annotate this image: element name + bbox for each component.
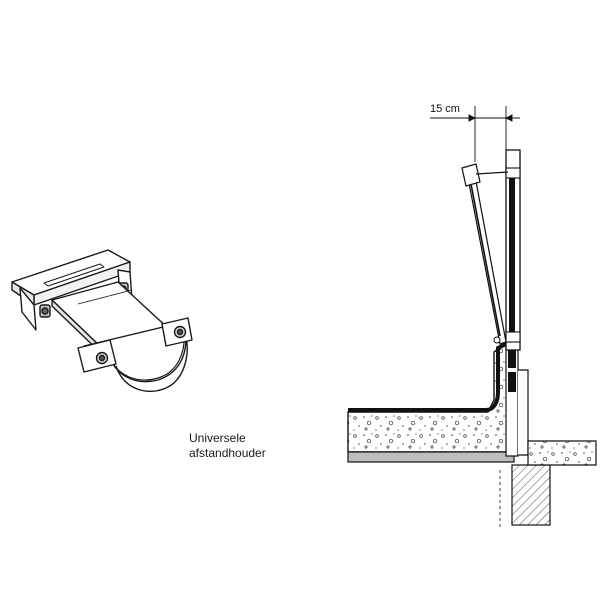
dimension-marker <box>430 106 520 162</box>
outer-ledge <box>527 440 597 466</box>
dimension-label: 15 cm <box>430 103 460 115</box>
bracket-plate-slot <box>43 263 105 287</box>
caption-line-2: afstandhouder <box>189 446 266 460</box>
caption-line-1: Universele <box>189 431 246 445</box>
concrete-slab <box>347 343 513 453</box>
diagonal-strut <box>461 163 509 345</box>
standoff-bracket-illustration <box>11 249 193 392</box>
nut-icon <box>173 325 187 339</box>
caption: Universele afstandhouder <box>189 431 266 461</box>
nut-icon <box>95 351 109 365</box>
slab-underside <box>347 451 515 463</box>
roof-membrane <box>348 342 507 412</box>
bracket-side-flange-left <box>19 287 37 331</box>
outer-wall <box>511 464 551 526</box>
bolt-icon <box>39 304 51 318</box>
roof-section-drawing: 15 cm <box>347 103 597 530</box>
vertical-pole <box>505 149 521 351</box>
